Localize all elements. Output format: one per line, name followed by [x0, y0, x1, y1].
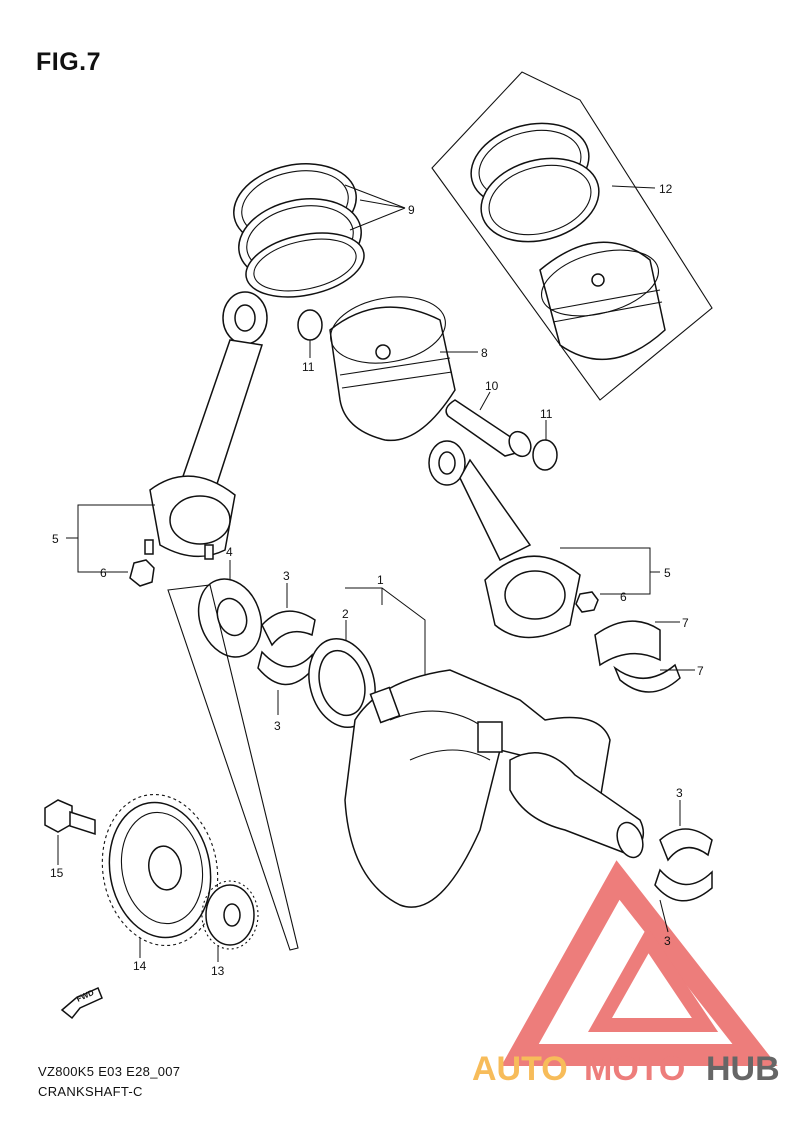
callout-13: 13	[211, 964, 225, 978]
nut-6-right	[575, 591, 599, 613]
watermark-auto: AUTO	[472, 1050, 568, 1088]
piston-rings-9	[233, 163, 365, 298]
connecting-rod-5-right	[428, 440, 581, 639]
circlip-11-upper	[297, 309, 323, 341]
gear-13	[201, 880, 259, 950]
callout-5-right: 5	[664, 566, 671, 580]
bearing-3-lower-left	[257, 650, 313, 686]
callout-9: 9	[408, 203, 415, 217]
bearing-3-upper-left	[261, 610, 316, 647]
diagram-name: CRANKSHAFT-C	[38, 1084, 143, 1099]
thrust-bearing-2	[308, 638, 376, 728]
callout-7-lower: 7	[697, 664, 704, 678]
bearing-7-lower	[613, 663, 681, 693]
watermark-hub: HUB	[706, 1050, 780, 1088]
callout-4: 4	[226, 545, 233, 559]
figure-title: FIG.7	[36, 48, 102, 76]
callout-14: 14	[133, 959, 147, 973]
thrust-washer-4	[197, 578, 263, 658]
callout-3-lower-right: 3	[664, 934, 671, 948]
callout-11-lower: 11	[540, 407, 553, 421]
bearing-7-upper	[594, 620, 661, 667]
callout-3-lower-left: 3	[274, 719, 281, 733]
bearing-3-upper-right	[659, 828, 713, 862]
connecting-rod-5-left	[144, 291, 268, 560]
callout-15: 15	[50, 866, 64, 880]
callout-3-upper-right: 3	[676, 786, 683, 800]
callout-labels: 9 12 8 10 11 11 5 6 4 3 3 2 1 5 6 7 7 3 …	[50, 182, 704, 978]
callout-5-left: 5	[52, 532, 59, 546]
callout-12: 12	[659, 182, 673, 196]
callout-7-upper: 7	[682, 616, 689, 630]
crankshaft-1	[344, 669, 645, 908]
callout-10: 10	[485, 379, 499, 393]
piston-8	[329, 296, 456, 442]
piston-12	[539, 241, 666, 361]
callout-8: 8	[481, 346, 488, 360]
callout-3-upper-left: 3	[283, 569, 290, 583]
leader-lines	[57, 184, 695, 962]
gear-group-outline	[167, 584, 299, 951]
bolt-15	[44, 799, 96, 836]
circlip-11-lower	[532, 439, 558, 471]
piston-pin-10	[445, 399, 532, 458]
piston-ring-set-12-rings	[470, 122, 600, 243]
nut-6-left	[129, 559, 155, 587]
bearing-3-lower-right	[654, 868, 713, 902]
watermark-logo: AUTO MOTO HUB	[472, 860, 780, 1088]
watermark-moto: MOTO	[584, 1050, 685, 1088]
callout-6-right: 6	[620, 590, 627, 604]
piston-set-group	[431, 71, 713, 401]
callout-6-left: 6	[100, 566, 107, 580]
callout-1: 1	[377, 573, 384, 587]
callout-2: 2	[342, 607, 349, 621]
callout-11-upper: 11	[302, 360, 315, 374]
fwd-arrow-icon: FWD	[60, 986, 103, 1020]
gear-14	[101, 793, 219, 947]
diagram-code: VZ800K5 E03 E28_007	[38, 1064, 181, 1079]
